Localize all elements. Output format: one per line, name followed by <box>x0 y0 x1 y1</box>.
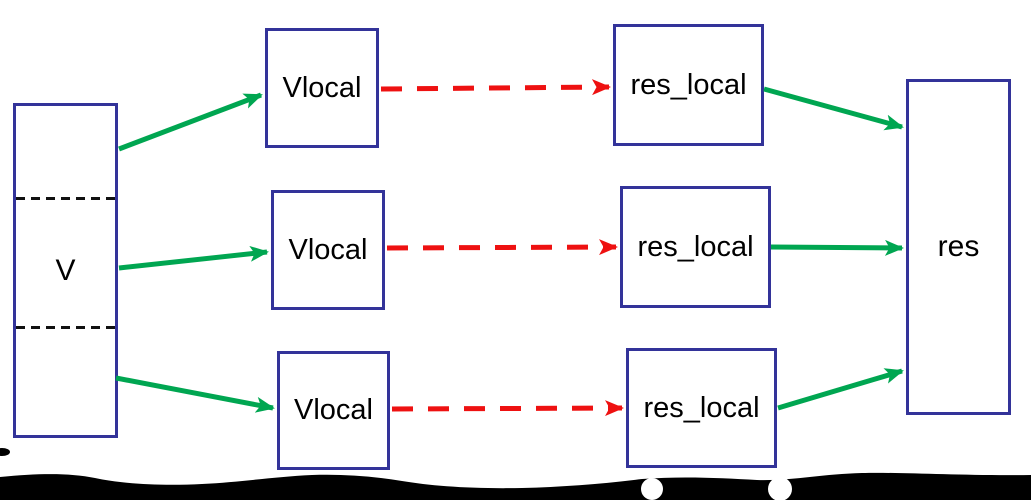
green-arrow-v-to-vlocal-2 <box>118 245 269 271</box>
v-box-section-divider <box>16 326 115 329</box>
vlocal-box: Vlocal <box>271 190 385 310</box>
torn-edge-white-blob <box>768 477 792 500</box>
green-arrow-v-to-vlocal-1 <box>118 92 263 152</box>
red-dashed-arrow-vlocal-to-reslocal-1 <box>380 79 611 96</box>
vlocal-box: Vlocal <box>277 351 390 470</box>
res-local-box: res_local <box>613 24 764 146</box>
v-box-section-divider <box>16 197 115 200</box>
v-box: V <box>13 103 118 438</box>
green-arrow-reslocal-to-res-2 <box>770 239 904 256</box>
green-arrow-reslocal-to-res-3 <box>777 368 904 411</box>
torn-edge-band <box>0 472 1031 500</box>
res-local-box: res_local <box>620 186 771 308</box>
res-box: res <box>906 79 1011 415</box>
torn-edge-black-speck <box>0 448 10 456</box>
vlocal-box: Vlocal <box>265 28 379 148</box>
green-arrow-v-to-vlocal-3 <box>115 375 275 413</box>
torn-edge-white-blob <box>641 478 663 500</box>
red-dashed-arrow-vlocal-to-reslocal-2 <box>386 239 618 256</box>
green-arrow-reslocal-to-res-1 <box>763 86 904 131</box>
res-local-box: res_local <box>626 348 777 468</box>
red-dashed-arrow-vlocal-to-reslocal-3 <box>391 400 624 417</box>
